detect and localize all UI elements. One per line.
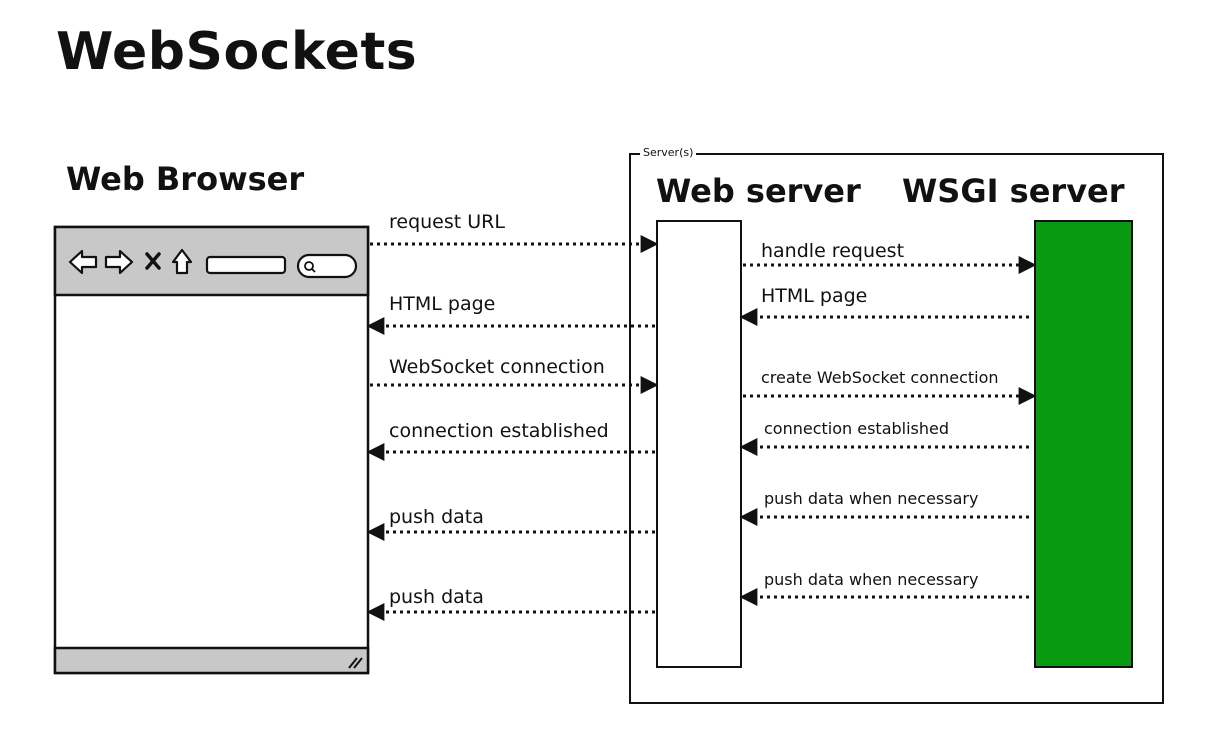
resize-grip-icon[interactable] [348,657,363,669]
stop-icon[interactable] [145,252,161,270]
message-label: push data when necessary [764,489,979,508]
search-icon [304,261,314,271]
wsgi-server-lifeline [1034,220,1133,668]
browser-title: Web Browser [66,160,305,198]
forward-arrow-icon[interactable] [104,249,134,275]
browser-window [53,225,370,675]
message-label: push data when necessary [764,570,979,589]
home-icon[interactable] [171,248,193,275]
servers-group-label: Server(s) [640,146,697,159]
diagram-title: WebSockets [56,22,418,82]
wsgi-server-heading: WSGI server [902,172,1125,210]
message-label: HTML page [761,285,868,307]
message-label: push data [389,586,484,608]
message-label: request URL [389,211,505,233]
message-label: connection established [389,420,609,442]
message-label: WebSocket connection [389,356,605,378]
browser-statusbar [53,646,370,675]
message-label: HTML page [389,293,496,315]
message-label: connection established [764,419,950,438]
web-server-heading: Web server [656,172,861,210]
address-bar[interactable] [205,255,287,275]
search-box[interactable] [296,253,358,279]
web-server-lifeline [656,220,742,668]
back-arrow-icon[interactable] [68,249,98,275]
servers-group-box [629,153,1164,704]
message-label: handle request [761,240,905,262]
message-label: create WebSocket connection [761,368,999,387]
message-label: push data [389,506,484,528]
